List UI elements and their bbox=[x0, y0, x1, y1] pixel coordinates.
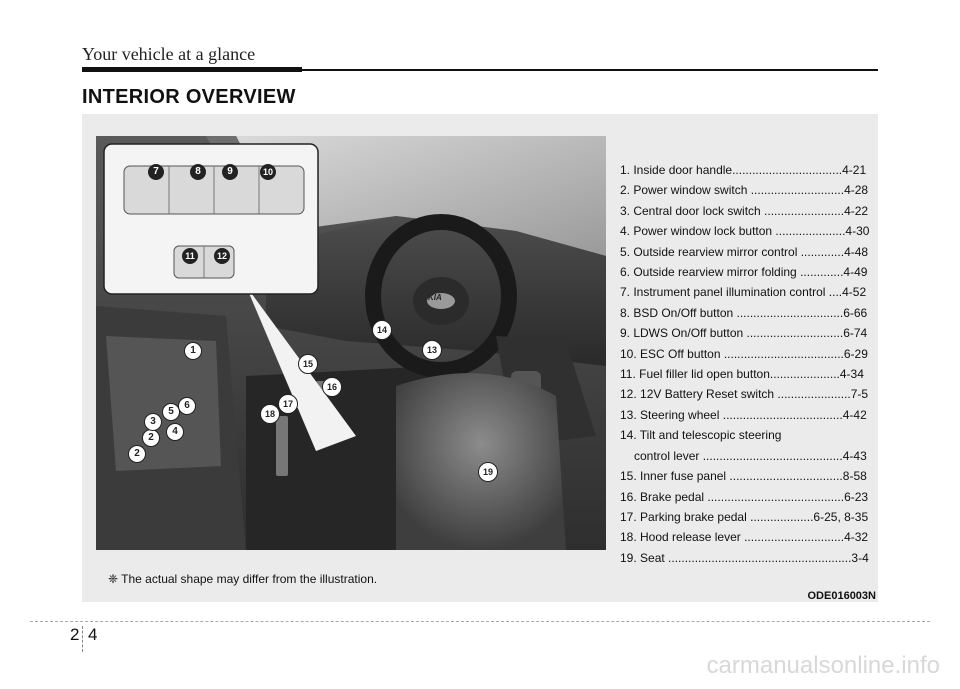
legend-item-9: 9. LDWS On/Off button ..................… bbox=[620, 326, 868, 341]
switch-label-12-text: 12 bbox=[216, 251, 227, 261]
callout-2b: 2 bbox=[128, 445, 146, 463]
kia-logo: KIA bbox=[428, 293, 442, 302]
legend-item-6: 6. Outside rearview mirror folding .....… bbox=[620, 265, 868, 280]
switch-label-8-text: 8 bbox=[195, 166, 201, 177]
callout-1-text: 1 bbox=[190, 345, 196, 356]
legend-item-1: 1. Inside door handle...................… bbox=[620, 163, 867, 177]
callout-4-text: 4 bbox=[172, 426, 178, 437]
legend-item-11: 11. Fuel filler lid open button.........… bbox=[620, 367, 864, 382]
callout-15: 15 bbox=[298, 354, 318, 374]
callout-14-text: 14 bbox=[376, 325, 387, 335]
illustration-note: ❈ The actual shape may differ from the i… bbox=[108, 572, 378, 586]
switch-label-10-text: 10 bbox=[262, 167, 273, 177]
header-rule-thick bbox=[82, 67, 302, 72]
legend-item-13: 13. Steering wheel .....................… bbox=[620, 407, 867, 422]
callout-18: 18 bbox=[260, 404, 280, 424]
page-number-value: 4 bbox=[88, 625, 98, 644]
callout-19-text: 19 bbox=[482, 467, 493, 477]
callout-15-text: 15 bbox=[302, 359, 313, 369]
switch-label-8: 8 bbox=[190, 164, 206, 180]
legend-item-18: 18. Hood release lever .................… bbox=[620, 530, 869, 545]
legend-item-8: 8. BSD On/Off button ...................… bbox=[620, 305, 868, 320]
callout-16: 16 bbox=[322, 377, 342, 397]
legend-list: 1. Inside door handle...................… bbox=[620, 160, 876, 568]
callout-2a: 2 bbox=[142, 429, 160, 447]
callout-5-text: 5 bbox=[168, 406, 174, 417]
callout-6-text: 6 bbox=[184, 400, 190, 411]
page-dash-horizontal bbox=[30, 621, 930, 622]
legend-item-2: 2. Power window switch .................… bbox=[620, 183, 869, 198]
legend-item-5: 5. Outside rearview mirror control .....… bbox=[620, 244, 869, 259]
switch-label-12: 12 bbox=[214, 248, 230, 264]
switch-label-7-text: 7 bbox=[153, 166, 159, 177]
watermark: carmanualsonline.info bbox=[706, 652, 940, 679]
legend-item-16: 16. Brake pedal ........................… bbox=[620, 489, 869, 504]
section-title: INTERIOR OVERVIEW bbox=[82, 86, 296, 108]
switch-label-7: 7 bbox=[148, 164, 164, 180]
legend-item-12: 12. 12V Battery Reset switch ...........… bbox=[620, 387, 869, 402]
switch-label-11: 11 bbox=[182, 248, 198, 264]
header-rule-thin bbox=[302, 69, 878, 71]
callout-3-text: 3 bbox=[150, 416, 156, 427]
callout-2a-text: 2 bbox=[148, 432, 154, 443]
image-code: ODE016003N bbox=[807, 590, 877, 602]
callout-14: 14 bbox=[372, 320, 392, 340]
legend-item-7: 7. Instrument panel illumination control… bbox=[620, 285, 867, 300]
legend-item-17: 17. Parking brake pedal ................… bbox=[620, 509, 869, 524]
callout-6: 6 bbox=[178, 397, 196, 415]
legend-item-14-continued: control lever ..........................… bbox=[620, 446, 876, 466]
callout-1: 1 bbox=[184, 342, 202, 360]
callout-17-text: 17 bbox=[282, 399, 293, 409]
callout-18-text: 18 bbox=[264, 409, 275, 419]
callout-17: 17 bbox=[278, 394, 298, 414]
legend-item-3: 3. Central door lock switch ............… bbox=[620, 203, 869, 218]
legend-item-15: 15. Inner fuse panel ...................… bbox=[620, 469, 867, 484]
switch-label-11-text: 11 bbox=[185, 251, 195, 261]
callout-16-text: 16 bbox=[326, 382, 337, 392]
interior-illustration-svg bbox=[96, 136, 606, 550]
switch-label-10: 10 bbox=[260, 164, 276, 180]
callout-13-text: 13 bbox=[426, 345, 437, 355]
legend-item-4: 4. Power window lock button ............… bbox=[620, 224, 870, 239]
switch-label-9: 9 bbox=[222, 164, 238, 180]
callout-2b-text: 2 bbox=[134, 448, 140, 459]
callout-13: 13 bbox=[422, 340, 442, 360]
legend-item-19: 19. Seat ...............................… bbox=[620, 550, 869, 565]
callout-4: 4 bbox=[166, 423, 184, 441]
page-section-number: 2 bbox=[70, 625, 80, 644]
legend-item-10: 10. ESC Off button .....................… bbox=[620, 346, 868, 361]
callout-19: 19 bbox=[478, 462, 498, 482]
interior-illustration: 7 8 9 10 11 12 KIA 1 2 2 3 4 5 6 13 14 1… bbox=[96, 136, 606, 550]
header-title: Your vehicle at a glance bbox=[82, 44, 256, 64]
switch-label-9-text: 9 bbox=[227, 166, 233, 177]
legend-item-14-continued-text: control lever ..........................… bbox=[634, 448, 867, 463]
callout-3: 3 bbox=[144, 413, 162, 431]
legend-item-14: 14. Tilt and telescopic steering bbox=[620, 428, 782, 443]
page-dash-vertical bbox=[82, 626, 83, 652]
